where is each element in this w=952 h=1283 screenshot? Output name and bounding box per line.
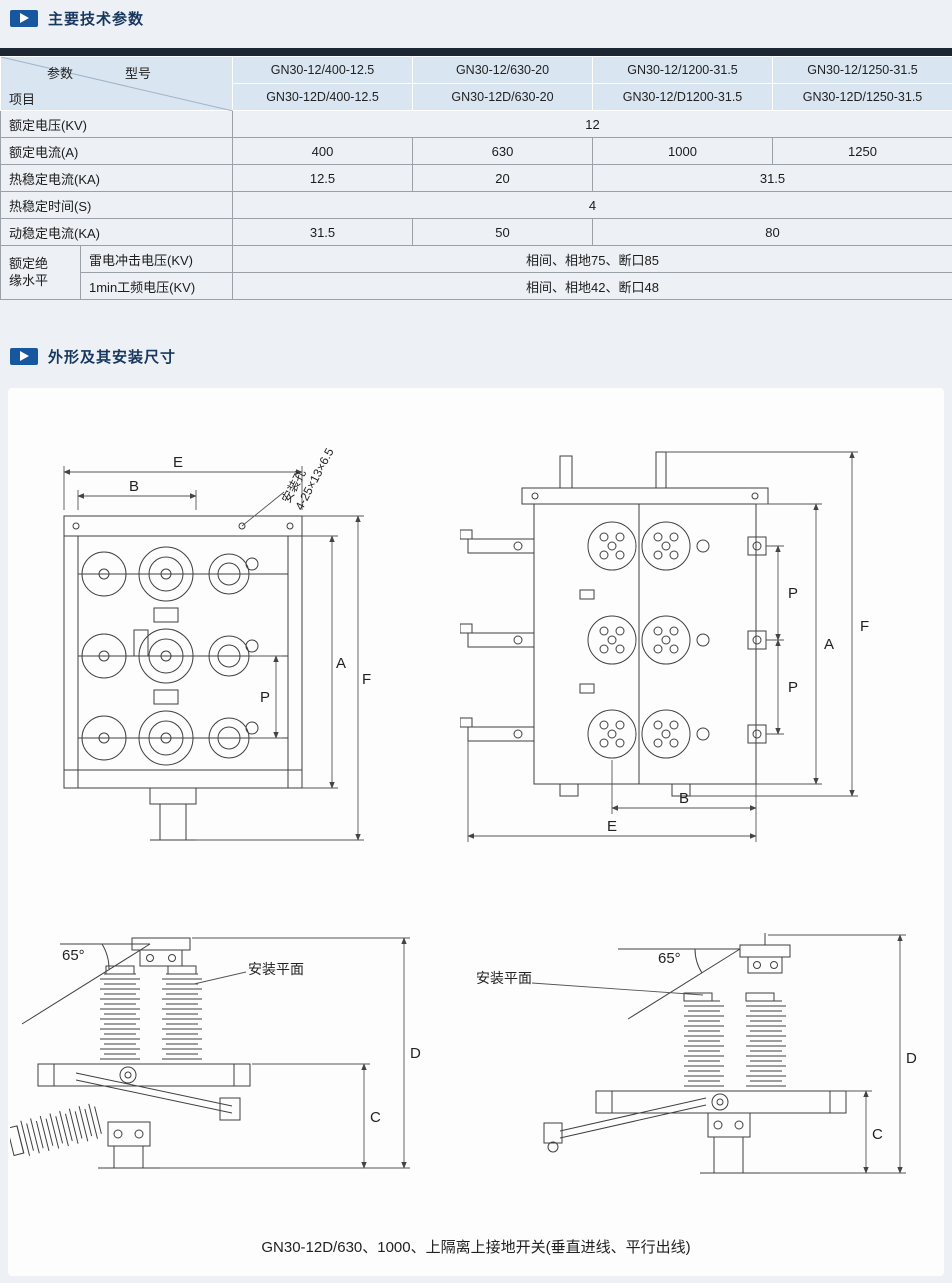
dim-label-d: D: [906, 1050, 917, 1067]
header-model-cell: GN30-12D/1250-31.5: [772, 83, 952, 111]
triangle-glyph: [20, 350, 29, 361]
row-sublabel: 1min工频电压(KV): [80, 272, 233, 300]
dim-label-p: P: [260, 689, 270, 706]
section-header-params: 主要技术参数: [10, 7, 144, 29]
header-model-cell: GN30-12D/630-20: [412, 83, 593, 111]
play-arrow-icon: [10, 347, 38, 365]
plan-view-drawing: P P A F B E: [459, 450, 890, 855]
dim-label-a: A: [336, 655, 346, 672]
row-value: 20: [412, 164, 593, 192]
dim-label-e: E: [173, 454, 183, 471]
dimension-lines: [467, 451, 858, 842]
dim-label-c: C: [370, 1109, 381, 1126]
row-label: 额定电流(A): [0, 137, 233, 165]
dim-label-p1: P: [788, 585, 798, 602]
corner-param-label: 参数: [47, 66, 74, 81]
row-value: 50: [412, 218, 593, 246]
table-row-impulse: 额定绝 缘水平 雷电冲击电压(KV) 相间、相地75、断口85: [0, 245, 952, 300]
insulation-label-line2: 缘水平: [9, 272, 49, 288]
dim-label-b: B: [679, 790, 689, 807]
dim-label-e: E: [607, 818, 617, 835]
row-value: 31.5: [232, 218, 413, 246]
section-header-dimensions: 外形及其安装尺寸: [10, 345, 176, 367]
corner-item-label: 项目: [9, 92, 36, 107]
triangle-glyph: [20, 12, 29, 23]
mounting-plane-label: 安装平面: [476, 970, 532, 986]
corner-diagonal: [1, 57, 233, 111]
dim-label-d: D: [410, 1045, 421, 1062]
header-model-cell: GN30-12/D1200-31.5: [592, 83, 773, 111]
insulation-label-line1: 额定绝: [9, 256, 49, 272]
row-value: 1250: [772, 137, 952, 165]
play-arrow-icon: [10, 9, 38, 27]
dimension-lines: [160, 937, 410, 1169]
corner-model-label: 型号: [125, 66, 152, 81]
row-label: 动稳定电流(KA): [0, 218, 233, 246]
row-label: 额定电压(KV): [0, 110, 233, 138]
figure-geometry: [6, 937, 251, 1169]
dimension-lines: [531, 934, 906, 1174]
row-value: 12: [232, 110, 952, 138]
angle-label: 65°: [658, 950, 681, 967]
row-value: 4: [232, 191, 952, 219]
dim-label-p2: P: [788, 679, 798, 696]
left-elevation-svg: 65° 安装平面 C D: [6, 937, 421, 1169]
header-model-cell: GN30-12/630-20: [412, 56, 593, 84]
table-row-current: 额定电流(A) 400 630 1000 1250: [0, 137, 952, 165]
front-view-drawing: E B A F P 安装孔 4-25×13×6.5: [46, 440, 376, 875]
dim-label-c: C: [872, 1126, 883, 1143]
figure-geometry: [543, 933, 847, 1174]
angle-label: 65°: [62, 947, 85, 964]
figure-geometry: [63, 515, 303, 841]
spec-table: 参数 型号 项目 GN30-12/400-12.5 GN30-12/630-20…: [0, 56, 952, 300]
table-row-power-freq: 1min工频电压(KV) 相间、相地42、断口48: [1, 272, 952, 300]
row-value: 31.5: [592, 164, 952, 192]
row-value: 相间、相地75、断口85: [232, 245, 952, 273]
row-label: 热稳定时间(S): [0, 191, 233, 219]
header-model-cell: GN30-12D/400-12.5: [232, 83, 413, 111]
dim-label-a: A: [824, 636, 834, 653]
front-view-svg: E B A F P 安装孔 4-25×13×6.5: [63, 445, 371, 841]
insulation-group-label: 额定绝 缘水平: [0, 245, 81, 300]
section-title-params: 主要技术参数: [48, 10, 145, 28]
drawings-panel: E B A F P 安装孔 4-25×13×6.5: [6, 388, 944, 1276]
header-model-cell: GN30-12/1200-31.5: [592, 56, 773, 84]
figure-geometry: [459, 451, 769, 797]
right-elevation-drawing: 65° 安装平面 C D: [468, 933, 928, 1198]
section-title-dimensions: 外形及其安装尺寸: [48, 348, 177, 366]
table-row-thermal-time: 热稳定时间(S) 4: [0, 191, 952, 219]
header-model-cell: GN30-12/400-12.5: [232, 56, 413, 84]
table-row-thermal-current: 热稳定电流(KA) 12.5 20 31.5: [0, 164, 952, 192]
row-value: 1000: [592, 137, 773, 165]
table-row-dynamic-current: 动稳定电流(KA) 31.5 50 80: [0, 218, 952, 246]
plan-view-svg: P P A F B E: [459, 451, 869, 842]
dim-label-b: B: [129, 478, 139, 495]
row-label: 热稳定电流(KA): [0, 164, 233, 192]
row-value: 12.5: [232, 164, 413, 192]
dim-label-f: F: [362, 671, 371, 688]
right-elevation-svg: 65° 安装平面 C D: [476, 933, 917, 1174]
dim-label-f: F: [860, 618, 869, 635]
figure-caption: GN30-12D/630、1000、上隔离上接地开关(垂直进线、平行出线): [261, 1239, 691, 1256]
row-value: 80: [592, 218, 952, 246]
mounting-plane-label: 安装平面: [248, 961, 304, 977]
table-top-bar: [0, 48, 952, 56]
left-elevation-drawing: 65° 安装平面 C D: [6, 926, 460, 1191]
row-value: 400: [232, 137, 413, 165]
table-row-voltage: 额定电压(KV) 12: [0, 110, 952, 138]
row-sublabel: 雷电冲击电压(KV): [80, 245, 233, 273]
row-value: 630: [412, 137, 593, 165]
header-model-cell: GN30-12/1250-31.5: [772, 56, 952, 84]
dimension-lines: [63, 466, 364, 841]
row-value: 相间、相地42、断口48: [232, 272, 952, 300]
corner-cell: 参数 型号 项目: [0, 56, 233, 111]
